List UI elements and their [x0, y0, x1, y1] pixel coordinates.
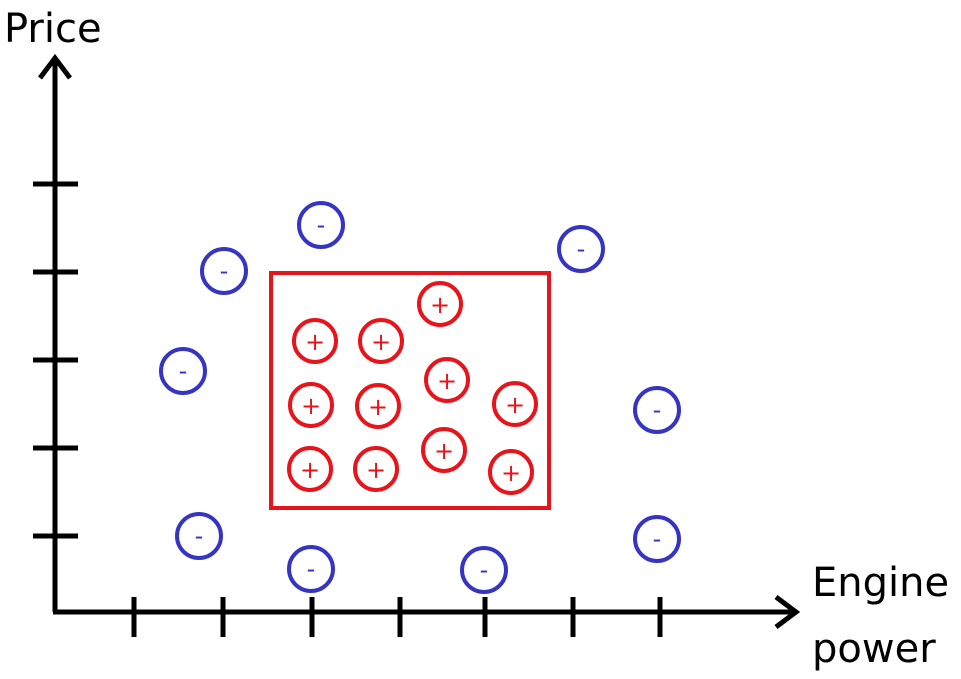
svg-text:+: +: [366, 456, 386, 484]
positive-sample: +: [353, 446, 399, 492]
y-axis-arrowhead: [38, 53, 72, 80]
svg-text:-: -: [480, 556, 489, 584]
negative-sample: -: [175, 512, 223, 560]
negative-sample: -: [297, 201, 345, 249]
negative-sample: -: [557, 225, 605, 273]
positive-sample: +: [292, 318, 338, 364]
positive-sample: +: [358, 318, 404, 364]
positive-sample: +: [355, 383, 401, 429]
positive-sample: +: [417, 281, 463, 327]
svg-text:-: -: [317, 211, 326, 239]
svg-text:+: +: [437, 367, 457, 395]
negative-samples: - - - - - - - -: [159, 201, 681, 594]
positive-sample: +: [424, 357, 470, 403]
positive-sample: +: [287, 446, 333, 492]
svg-text:-: -: [653, 525, 662, 553]
negative-sample: -: [633, 386, 681, 434]
negative-sample: -: [159, 347, 207, 395]
x-axis-arrowhead: [774, 595, 801, 629]
x-axis-label-line1: Engine: [812, 560, 949, 606]
svg-text:+: +: [301, 392, 321, 420]
negative-sample: -: [287, 545, 335, 593]
svg-text:+: +: [505, 391, 525, 419]
x-axis-label-line2: power: [812, 626, 936, 672]
svg-text:+: +: [368, 393, 388, 421]
positive-sample: +: [488, 449, 534, 495]
svg-text:+: +: [430, 291, 450, 319]
negative-sample: -: [460, 546, 508, 594]
svg-text:+: +: [300, 456, 320, 484]
x-axis-ticks: [131, 597, 663, 637]
positive-sample: +: [288, 382, 334, 428]
svg-text:-: -: [307, 555, 316, 583]
negative-sample: -: [200, 247, 248, 295]
axes: [38, 53, 801, 629]
positive-region-rectangle: [269, 271, 551, 510]
svg-text:+: +: [371, 328, 391, 356]
svg-text:+: +: [501, 459, 521, 487]
svg-text:-: -: [195, 522, 204, 550]
svg-text:-: -: [653, 396, 662, 424]
svg-text:+: +: [434, 437, 454, 465]
svg-text:-: -: [220, 257, 229, 285]
negative-sample: -: [633, 515, 681, 563]
svg-text:-: -: [577, 235, 586, 263]
y-axis-ticks: [33, 181, 78, 539]
y-axis-label: Price: [4, 6, 102, 52]
positive-sample: +: [492, 381, 538, 427]
svg-text:-: -: [179, 357, 188, 385]
positive-sample: +: [421, 427, 467, 473]
positive-samples: + + + + + + + +: [287, 281, 538, 495]
svg-text:+: +: [305, 328, 325, 356]
